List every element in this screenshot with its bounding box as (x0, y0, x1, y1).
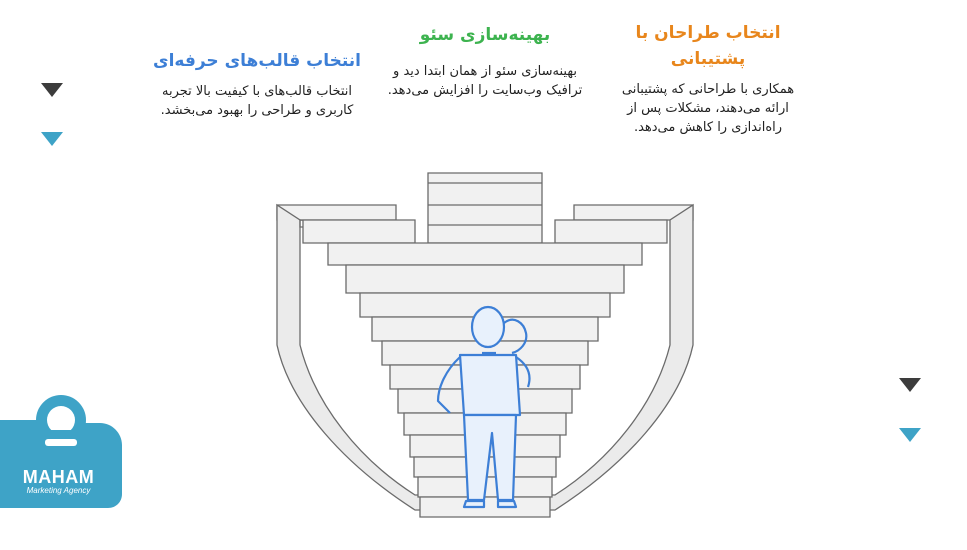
column-title: بهینه‌سازی سئو (419, 25, 551, 45)
column-seo-optimization: بهینه‌سازی سئو بهینه‌سازی سئو از همان اب… (380, 22, 590, 100)
triangle-down-icon (899, 428, 921, 442)
column-title: انتخاب قالب‌های حرفه‌ای (152, 51, 362, 71)
column-body: انتخاب قالب‌های با کیفیت بالا تجربه کارب… (160, 84, 354, 118)
column-title: انتخاب طراحان با پشتیبانی (635, 23, 781, 69)
column-body: همکاری با طراحانی که پشتیبانی ارائه می‌د… (621, 82, 795, 135)
logo-tagline: Marketing Agency (26, 486, 91, 495)
triangle-down-icon (41, 83, 63, 97)
column-body: بهینه‌سازی سئو از همان ابتدا دید و ترافی… (387, 64, 583, 98)
triangle-down-icon (41, 132, 63, 146)
staircase-illustration (276, 172, 694, 518)
logo-name: MAHAM (22, 467, 95, 487)
company-logo: MAHAM Marketing Agency (0, 395, 123, 508)
column-professional-templates: انتخاب قالب‌های حرفه‌ای انتخاب قالب‌های … (152, 48, 362, 120)
logo-mark (0, 395, 122, 508)
triangle-down-icon (899, 378, 921, 392)
column-designers-with-support: انتخاب طراحان با پشتیبانی همکاری با طراح… (608, 20, 808, 137)
